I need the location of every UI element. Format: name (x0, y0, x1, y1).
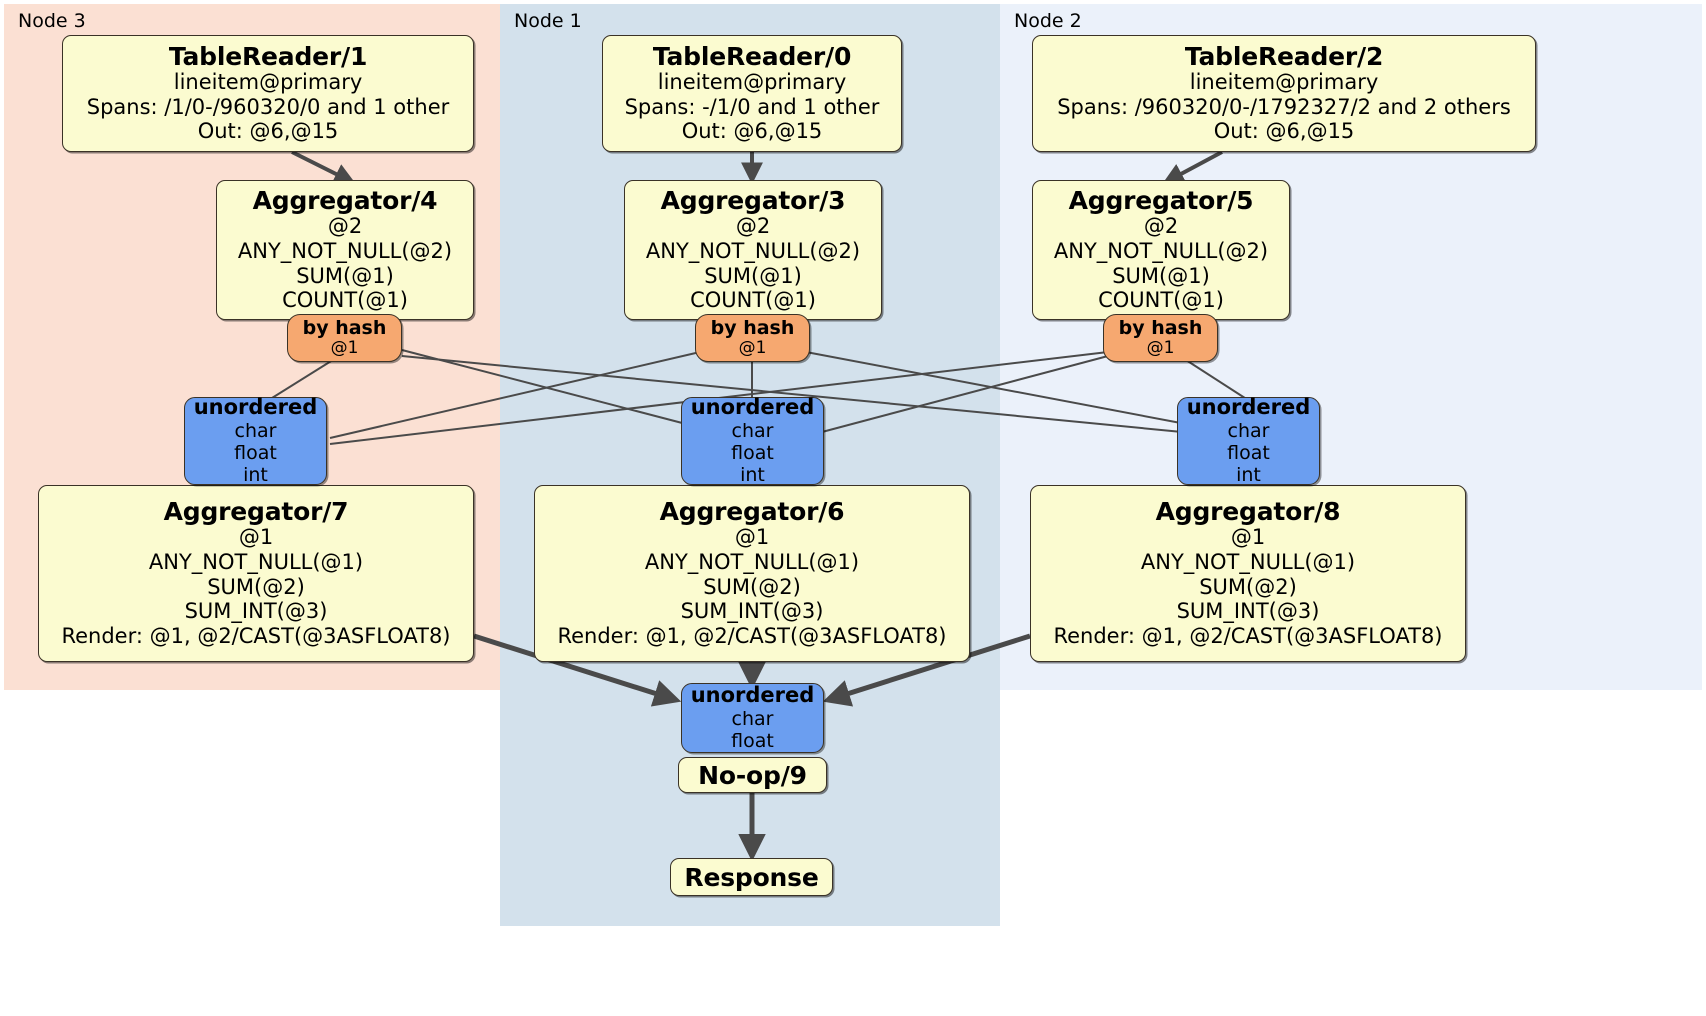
processor-aggregator-8[interactable]: Aggregator/8 @1 ANY_NOT_NULL(@1) SUM(@2)… (1030, 485, 1466, 662)
processor-line: COUNT(@1) (282, 288, 408, 313)
processor-line: ANY_NOT_NULL(@1) (148, 549, 364, 574)
processor-line: @2 (1143, 213, 1179, 238)
processor-noop-9[interactable]: No-op/9 (678, 757, 827, 793)
processor-line: Render: @1, @2/CAST(@3ASFLOAT8) (1053, 624, 1443, 649)
processor-title: TableReader/2 (1184, 41, 1384, 71)
synchronizer-line: char (731, 419, 774, 442)
router-title: by hash (710, 316, 795, 339)
synchronizer-unordered-left[interactable]: unordered char float int (184, 395, 327, 486)
synchronizer-line: char (1227, 419, 1270, 442)
synchronizer-line: float (731, 441, 774, 464)
processor-line: Out: @6,@15 (681, 119, 823, 144)
processor-line: ANY_NOT_NULL(@1) (1140, 549, 1356, 574)
processor-line: SUM(@1) (296, 263, 394, 288)
processor-title: TableReader/0 (652, 41, 852, 71)
synchronizer-line: char (731, 707, 774, 730)
synchronizer-line: int (740, 463, 765, 486)
processor-line: ANY_NOT_NULL(@2) (237, 238, 453, 263)
processor-line: Render: @1, @2/CAST(@3ASFLOAT8) (557, 624, 947, 649)
router-title: by hash (302, 316, 387, 339)
processor-line: ANY_NOT_NULL(@2) (645, 238, 861, 263)
processor-aggregator-3[interactable]: Aggregator/3 @2 ANY_NOT_NULL(@2) SUM(@1)… (624, 180, 882, 320)
router-by-hash-left[interactable]: by hash @1 (287, 314, 402, 362)
processor-line: lineitem@primary (657, 69, 847, 94)
processor-line: SUM(@1) (704, 263, 802, 288)
processor-title: Aggregator/7 (163, 497, 349, 527)
processor-line: lineitem@primary (173, 69, 363, 94)
processor-line: @1 (238, 525, 274, 550)
processor-aggregator-5[interactable]: Aggregator/5 @2 ANY_NOT_NULL(@2) SUM(@1)… (1032, 180, 1290, 320)
processor-line: Spans: /1/0-/960320/0 and 1 other (86, 94, 450, 119)
synchronizer-line: char (234, 419, 277, 442)
synchronizer-title: unordered (690, 395, 815, 420)
processor-title: Aggregator/8 (1155, 497, 1341, 527)
processor-line: ANY_NOT_NULL(@2) (1053, 238, 1269, 263)
processor-line: SUM(@2) (207, 574, 305, 599)
processor-aggregator-6[interactable]: Aggregator/6 @1 ANY_NOT_NULL(@1) SUM(@2)… (534, 485, 970, 662)
processor-title: Aggregator/5 (1068, 185, 1254, 215)
synchronizer-unordered-right[interactable]: unordered char float int (1177, 395, 1320, 486)
processor-line: @2 (327, 213, 363, 238)
synchronizer-line: int (1236, 463, 1261, 486)
processor-line: SUM_INT(@3) (184, 599, 328, 624)
processor-line: Out: @6,@15 (197, 119, 339, 144)
processor-response[interactable]: Response (670, 858, 833, 896)
processor-line: SUM_INT(@3) (1176, 599, 1320, 624)
router-by-hash-center[interactable]: by hash @1 (695, 314, 810, 362)
processor-line: ANY_NOT_NULL(@1) (644, 549, 860, 574)
processor-title: Aggregator/3 (660, 185, 846, 215)
router-line: @1 (1146, 337, 1175, 358)
synchronizer-line: float (731, 729, 774, 752)
node-label-node2: Node 2 (1014, 10, 1082, 32)
processor-line: SUM(@2) (1199, 574, 1297, 599)
processor-line: Render: @1, @2/CAST(@3ASFLOAT8) (61, 624, 451, 649)
synchronizer-line: float (234, 441, 277, 464)
processor-aggregator-7[interactable]: Aggregator/7 @1 ANY_NOT_NULL(@1) SUM(@2)… (38, 485, 474, 662)
router-by-hash-right[interactable]: by hash @1 (1103, 314, 1218, 362)
synchronizer-title: unordered (193, 395, 318, 420)
processor-line: SUM(@2) (703, 574, 801, 599)
processor-tablereader-0[interactable]: TableReader/0 lineitem@primary Spans: -/… (602, 35, 902, 152)
processor-line: COUNT(@1) (1098, 288, 1224, 313)
processor-title: No-op/9 (698, 760, 807, 790)
router-line: @1 (330, 337, 359, 358)
processor-line: Out: @6,@15 (1213, 119, 1355, 144)
processor-title: Aggregator/4 (252, 185, 438, 215)
processor-aggregator-4[interactable]: Aggregator/4 @2 ANY_NOT_NULL(@2) SUM(@1)… (216, 180, 474, 320)
synchronizer-title: unordered (690, 683, 815, 708)
synchronizer-unordered-center[interactable]: unordered char float int (681, 395, 824, 486)
processor-title: Aggregator/6 (659, 497, 845, 527)
processor-line: @2 (735, 213, 771, 238)
synchronizer-line: int (243, 463, 268, 486)
processor-line: lineitem@primary (1189, 69, 1379, 94)
router-line: @1 (738, 337, 767, 358)
synchronizer-line: float (1227, 441, 1270, 464)
processor-title: Response (684, 862, 819, 892)
processor-line: @1 (1230, 525, 1266, 550)
node-label-node3: Node 3 (18, 10, 86, 32)
processor-line: COUNT(@1) (690, 288, 816, 313)
processor-line: @1 (734, 525, 770, 550)
processor-line: SUM(@1) (1112, 263, 1210, 288)
processor-line: Spans: /960320/0-/1792327/2 and 2 others (1057, 94, 1511, 119)
synchronizer-unordered-final[interactable]: unordered char float (681, 683, 824, 753)
synchronizer-title: unordered (1186, 395, 1311, 420)
processor-line: Spans: -/1/0 and 1 other (624, 94, 880, 119)
processor-tablereader-1[interactable]: TableReader/1 lineitem@primary Spans: /1… (62, 35, 474, 152)
processor-title: TableReader/1 (168, 41, 368, 71)
router-title: by hash (1118, 316, 1203, 339)
processor-tablereader-2[interactable]: TableReader/2 lineitem@primary Spans: /9… (1032, 35, 1536, 152)
processor-line: SUM_INT(@3) (680, 599, 824, 624)
node-label-node1: Node 1 (514, 10, 582, 32)
